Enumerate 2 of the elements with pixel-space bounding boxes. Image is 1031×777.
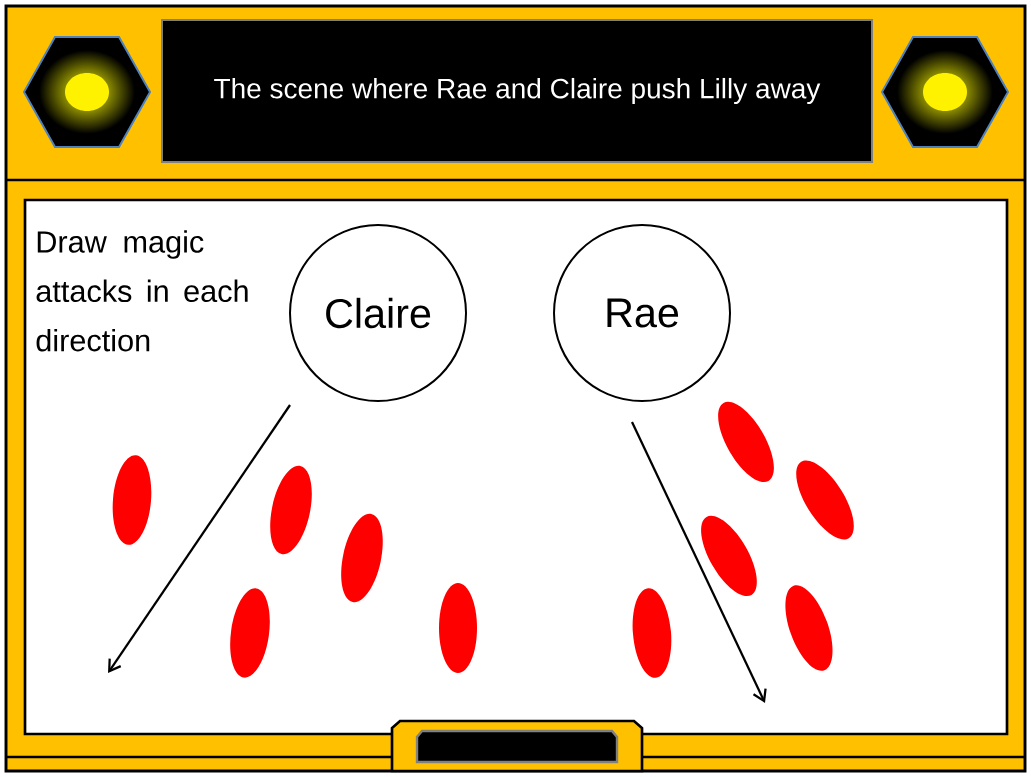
instruction-text: Draw magic attacks in each direction [36,230,248,352]
title-banner: The scene where Rae and Claire push Lilly away [161,19,873,163]
